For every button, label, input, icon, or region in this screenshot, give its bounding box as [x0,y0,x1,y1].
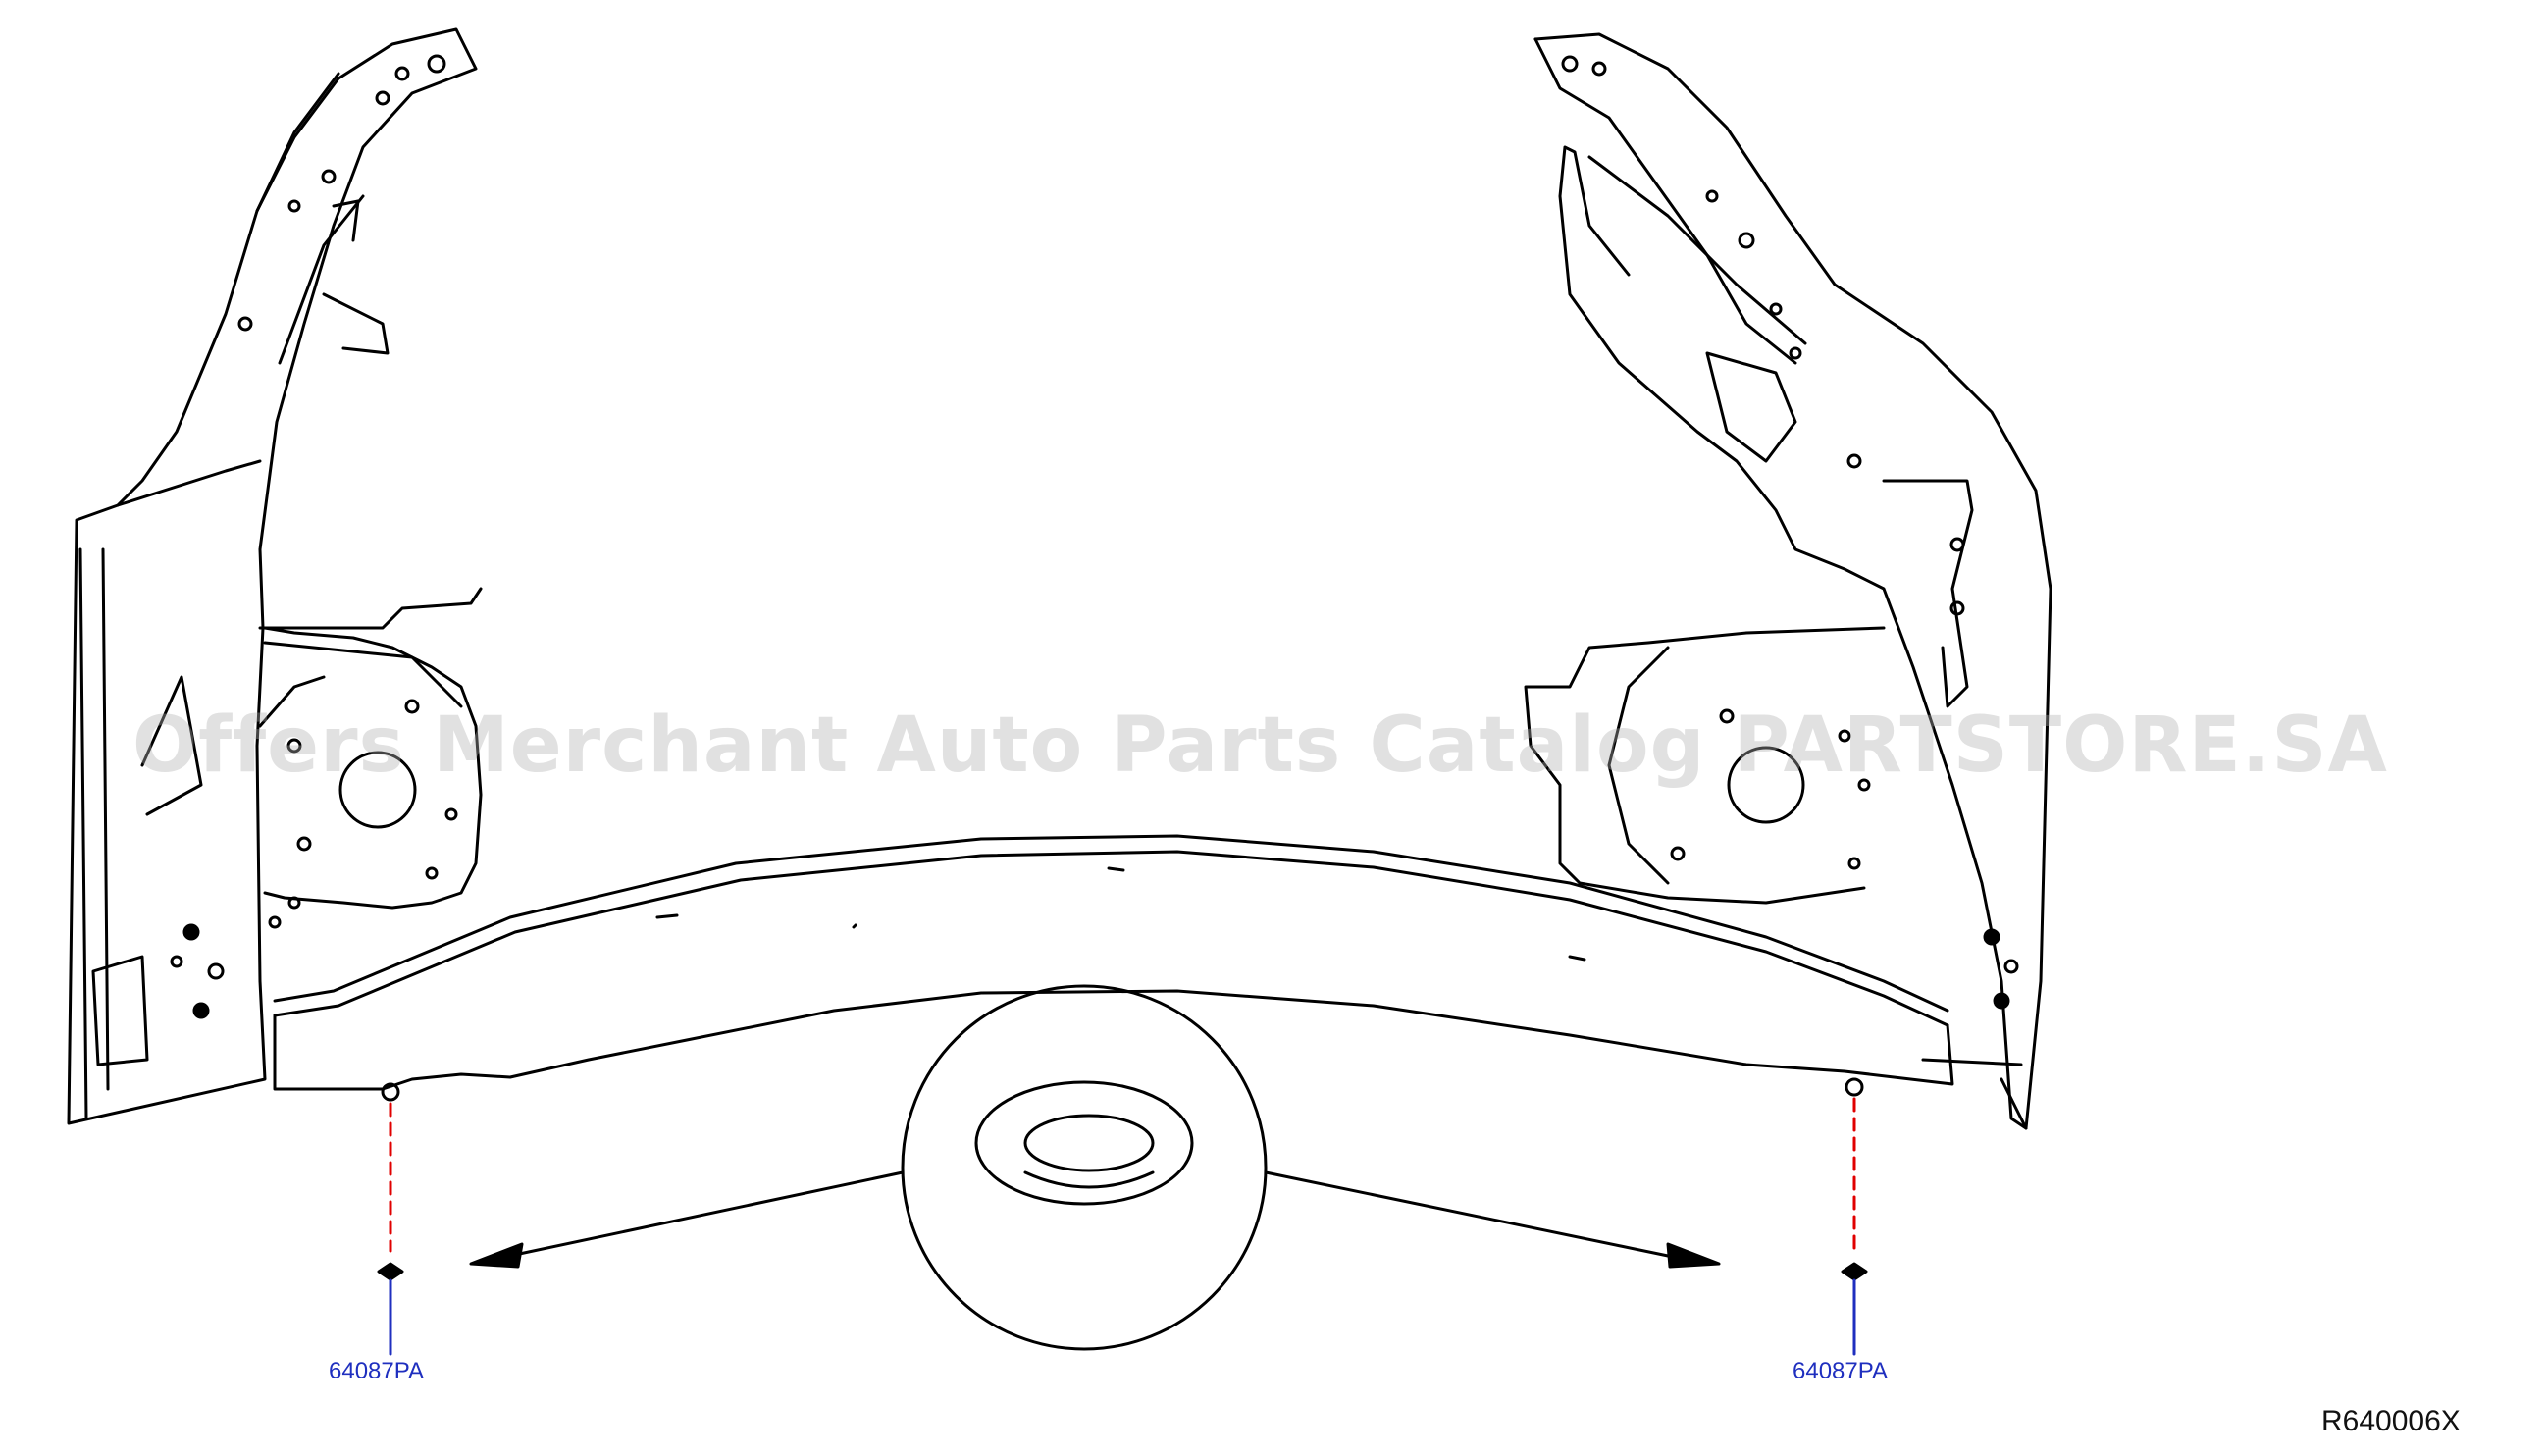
right-hoodledge-assembly [1533,32,2052,1130]
watermark-text: Offers Merchant Auto Parts Catalog PARTS… [132,702,2388,790]
right-fastener [1841,1077,1868,1356]
detail-callout [469,984,1721,1351]
left-hoodledge-assembly [67,27,483,1125]
left-fastener [377,1082,404,1356]
part-number-label-left[interactable]: 64087PA [329,1358,424,1384]
part-number-label-right[interactable]: 64087PA [1793,1358,1888,1384]
left-wheelhouse [263,626,483,929]
diagram-reference-id: R640006X [2321,1405,2461,1437]
lower-crossmember [273,834,1954,1091]
right-wheelhouse [1524,626,1886,905]
